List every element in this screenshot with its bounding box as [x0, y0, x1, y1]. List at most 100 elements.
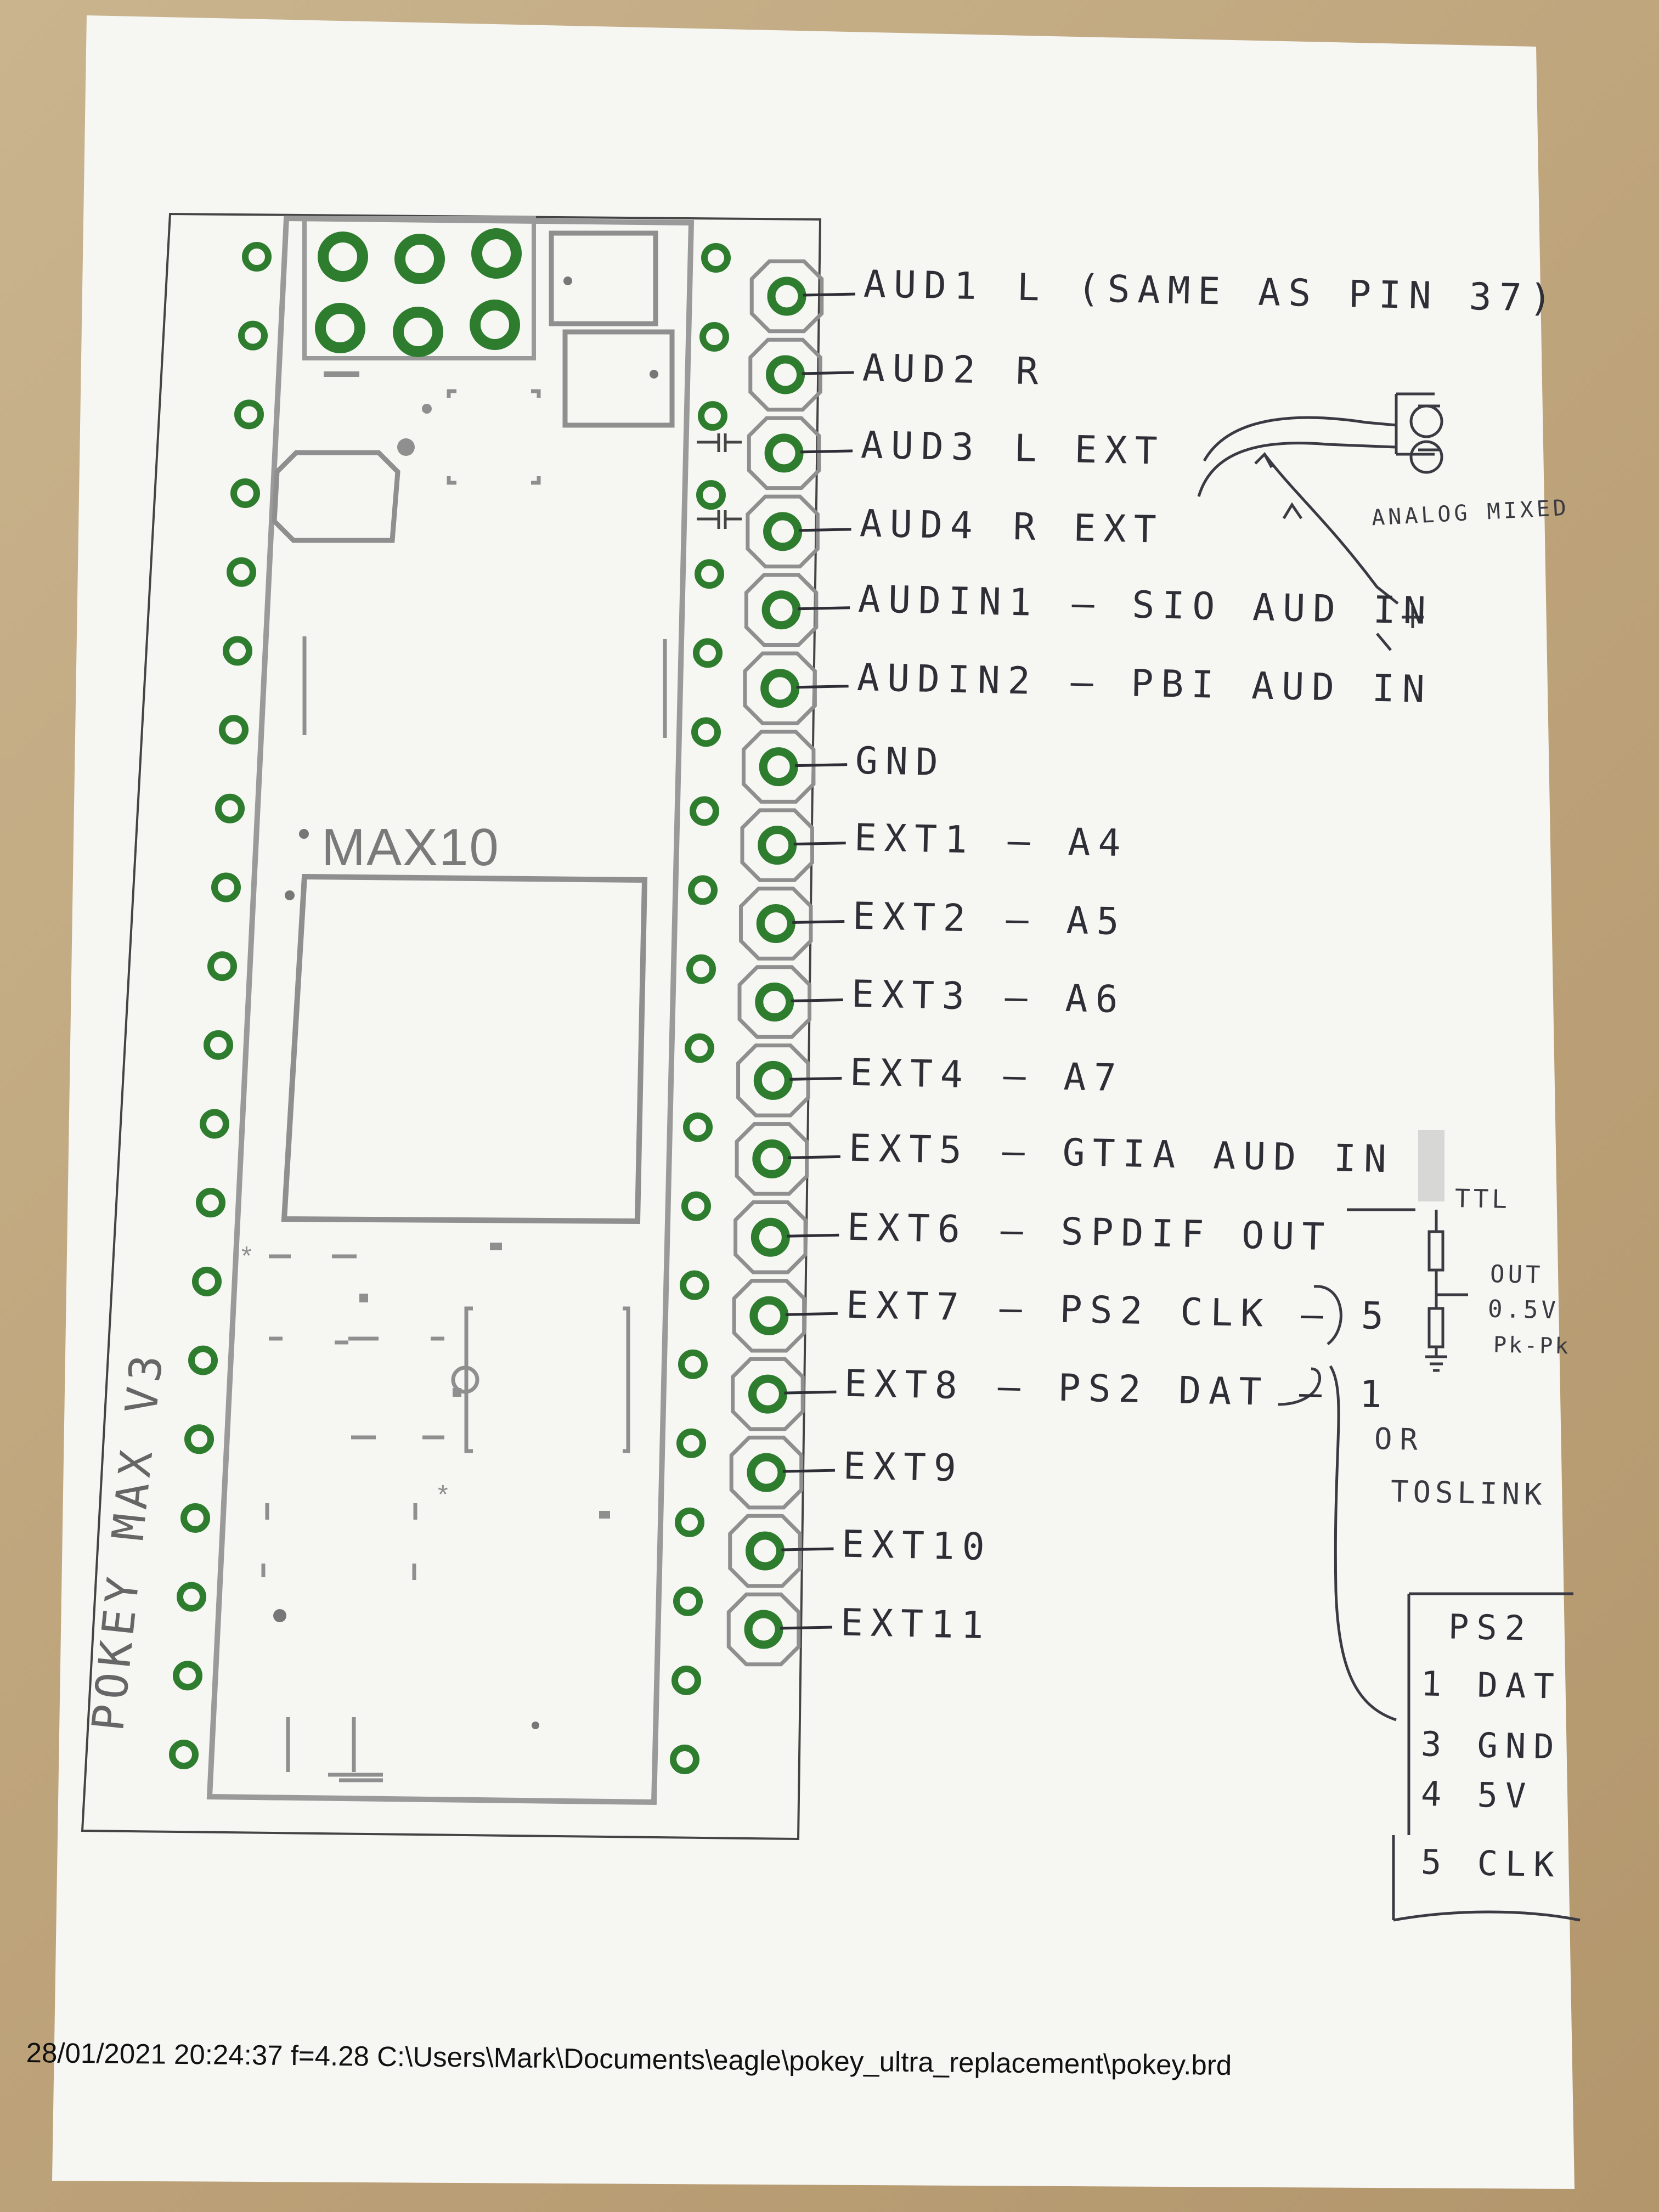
left-pad — [234, 399, 264, 430]
pin-note: — GTIA AUD IN — [1001, 1130, 1395, 1182]
pin-lead — [793, 842, 846, 846]
mid-pad — [685, 1033, 714, 1063]
pin-name: EXT6 — [847, 1206, 968, 1252]
header-pad — [470, 300, 520, 350]
pin-lead — [789, 1076, 842, 1081]
svg-text:*: * — [241, 1242, 252, 1271]
connector-pad — [756, 904, 795, 944]
pin-name: AUDIN2 — [856, 656, 1039, 703]
connector-pad — [753, 1060, 793, 1100]
note-out-pk: Pk-Pk — [1493, 1332, 1571, 1359]
pin-lead — [791, 998, 843, 1002]
left-pad — [196, 1188, 225, 1218]
connector-pad — [748, 1374, 787, 1414]
header-pad — [471, 228, 522, 279]
left-pad — [211, 872, 241, 902]
mid-pad — [695, 559, 724, 589]
pin-note: — A5 — [1006, 898, 1127, 944]
board-outline — [81, 212, 822, 1841]
left-pad — [184, 1424, 214, 1454]
ps2-row: 5 CLK — [1420, 1842, 1562, 1885]
mid-pad — [670, 1745, 699, 1774]
pad-outline — [748, 337, 822, 412]
pin-row: EXT2— A5 — [852, 894, 1127, 943]
connector-pad — [755, 982, 794, 1022]
pad-outline — [729, 1435, 804, 1510]
left-pad — [207, 951, 237, 981]
pin-name: AUD1 — [863, 262, 985, 309]
left-pad — [173, 1661, 202, 1691]
mid-pad — [680, 1270, 709, 1300]
note-out-level: 0.5V — [1487, 1295, 1560, 1325]
ps2-row: 1 DAT — [1420, 1663, 1562, 1707]
pin-row: EXT9 — [843, 1444, 997, 1491]
pin-lead — [799, 528, 851, 532]
mid-pad — [698, 401, 727, 431]
pin-lead — [788, 1155, 840, 1159]
connector-pad — [749, 1296, 789, 1335]
pin-lead — [781, 1547, 834, 1551]
connector-pad — [751, 1217, 790, 1257]
pin-lead — [785, 1312, 838, 1316]
left-pad — [169, 1740, 199, 1769]
connector-pad — [752, 1139, 792, 1178]
pin-name: GND — [855, 739, 946, 785]
mid-pad — [683, 1112, 713, 1142]
pad-outline — [738, 887, 813, 961]
left-pad — [215, 793, 245, 823]
mid-pad — [681, 1191, 711, 1221]
pad-outline — [726, 1592, 801, 1667]
left-pad — [200, 1109, 229, 1139]
left-pad — [238, 320, 268, 351]
note-ttl: TTL — [1454, 1183, 1511, 1215]
connector-pad — [764, 433, 804, 473]
mid-pad — [678, 1349, 708, 1379]
crystal — [272, 450, 400, 543]
note-out: OUT — [1489, 1260, 1544, 1290]
pad-outline — [736, 1043, 810, 1118]
pin-row: EXT1— A4 — [854, 816, 1128, 865]
mid-pad — [690, 796, 719, 826]
connector-pad — [758, 826, 797, 865]
connector-pad — [767, 276, 806, 316]
mid-pad — [696, 480, 726, 510]
pin-lead — [782, 1469, 835, 1473]
connector-pad — [747, 1453, 786, 1492]
mid-pad — [688, 875, 718, 905]
left-pad — [242, 242, 272, 272]
header-pad — [394, 234, 445, 284]
pin-name: EXT3 — [850, 973, 973, 1019]
ic-second — [562, 329, 675, 428]
pad-outline — [741, 730, 816, 804]
pad-outline — [746, 494, 820, 569]
pad-outline — [731, 1357, 805, 1431]
pin1-dot — [299, 829, 309, 839]
connector-pad — [760, 669, 800, 708]
mid-pad — [691, 717, 721, 747]
pin-note: — A4 — [1007, 819, 1129, 865]
pin-note: — A7 — [1003, 1054, 1125, 1101]
pin-name: EXT8 — [844, 1362, 966, 1408]
ps2-title: PS2 — [1448, 1606, 1533, 1649]
mid-pad — [676, 1428, 706, 1458]
pad-outline — [732, 1278, 806, 1353]
pin-lead — [784, 1390, 837, 1395]
left-pad — [192, 1266, 222, 1296]
max10-chip — [281, 873, 648, 1224]
ps2-pinout-table: PS2 1 DAT 3 GND 4 5V 5 CLK — [1393, 1594, 1580, 1923]
connector-pad — [761, 590, 801, 630]
pad-outline — [744, 573, 819, 647]
mid-pad — [673, 1586, 703, 1616]
pin-name: EXT9 — [843, 1444, 964, 1491]
left-pad — [219, 715, 249, 745]
pin-row: EXT11 — [840, 1601, 1024, 1649]
pin-row: EXT3— A6 — [851, 973, 1126, 1022]
pin-note: R EXT — [1012, 505, 1164, 552]
mid-pad — [672, 1665, 701, 1695]
pin-name: AUDIN1 — [857, 577, 1040, 625]
connector-pad — [766, 355, 805, 394]
svg-text:*: * — [438, 1480, 448, 1509]
pin-note: L EXT — [1013, 426, 1166, 473]
